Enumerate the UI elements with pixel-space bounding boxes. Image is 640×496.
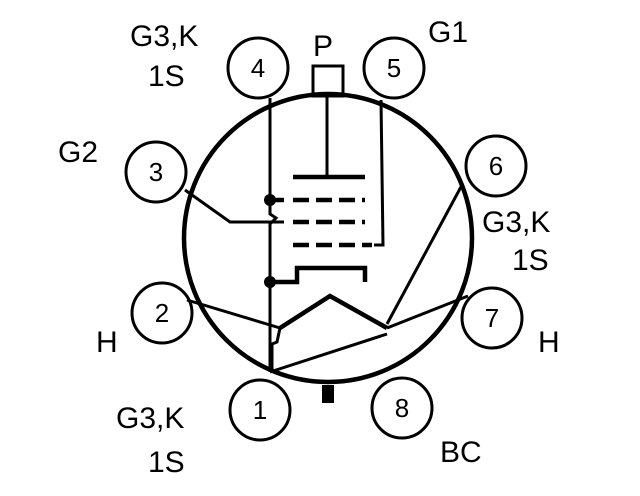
pin1-sub-label: 1S [148,446,185,479]
svg-text:8: 8 [395,393,409,423]
pin7-label: H [538,326,560,359]
pin8-label: BC [440,436,482,469]
plate-cap-label: P [313,30,333,63]
pin2-label: H [96,326,118,359]
pin1-label: G3,K [116,402,184,435]
pin-5: 5 [362,36,426,100]
pin6-sub-label: 1S [512,244,549,277]
plate-cap [311,64,345,98]
svg-text:2: 2 [155,298,169,328]
tube-envelope [181,91,475,385]
base-key [322,385,334,403]
svg-text:3: 3 [149,157,163,187]
svg-text:5: 5 [387,53,401,83]
svg-text:6: 6 [489,151,503,181]
pin-2: 2 [130,281,194,345]
pin4-label: G3,K [130,20,198,53]
pin-7: 7 [460,286,524,350]
pin5-label: G1 [428,16,468,49]
pin-8: 8 [370,376,434,440]
pin-4: 4 [226,36,290,100]
svg-text:7: 7 [485,303,499,333]
pin4-sub-label: 1S [148,60,185,93]
pin-6: 6 [464,134,528,198]
pin-1: 1 [228,378,292,442]
pin-3: 3 [124,140,188,204]
pin6-label: G3,K [482,206,550,239]
svg-text:1: 1 [253,395,267,425]
svg-text:4: 4 [251,53,265,83]
tube-internals [184,96,469,374]
pin3-label: G2 [58,136,98,169]
